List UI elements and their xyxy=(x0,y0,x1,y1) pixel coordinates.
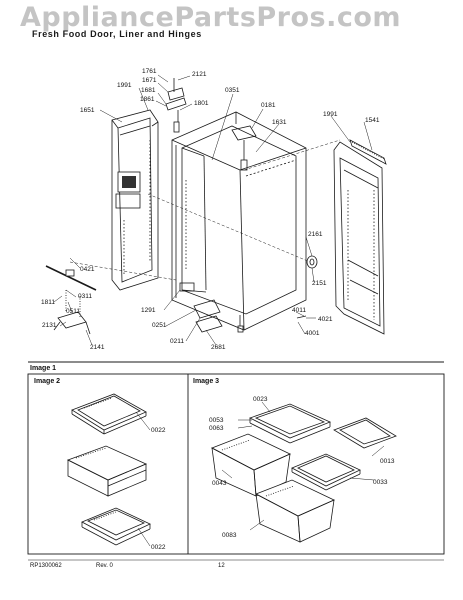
label-1671: 1671 xyxy=(142,77,157,84)
label-2131: 2131 xyxy=(42,322,57,329)
leader-lines xyxy=(53,74,373,346)
diagram-heading: Fresh Food Door, Liner and Hinges xyxy=(32,29,202,39)
label-0022-top: 0022 xyxy=(151,427,166,434)
label-2161: 2161 xyxy=(308,231,323,238)
label-2121: 2121 xyxy=(192,71,207,78)
label-0351: 0351 xyxy=(225,87,240,94)
watermark: AppliancePartsPros.com xyxy=(20,2,402,33)
footer-revision: Rev. 0 xyxy=(96,563,113,569)
section-image-3: Image 3 xyxy=(193,378,220,385)
label-0033: 0033 xyxy=(373,479,388,486)
section-frames xyxy=(27,361,445,561)
label-0181: 0181 xyxy=(261,102,276,109)
right-door xyxy=(333,139,387,335)
left-door xyxy=(111,109,159,291)
label-1811: 1811 xyxy=(41,299,55,306)
crisper-cover-right xyxy=(333,417,397,449)
label-0022-bottom: 0022 xyxy=(151,544,166,551)
label-1801: 1801 xyxy=(194,100,209,107)
label-0083: 0083 xyxy=(222,532,237,539)
label-2681: 2681 xyxy=(211,344,226,351)
label-1651: 1651 xyxy=(80,107,95,114)
label-4011: 4011 xyxy=(292,307,306,314)
crisper-cover-middle xyxy=(291,453,361,491)
label-0511: 0511 xyxy=(66,308,80,315)
shelf-middle xyxy=(66,445,148,497)
cabinet-liner xyxy=(171,111,307,333)
label-1681: 1681 xyxy=(141,87,156,94)
label-1291: 1291 xyxy=(141,307,156,314)
label-0043: 0043 xyxy=(212,480,227,487)
label-0421: 0421 xyxy=(80,266,95,273)
shelf-bottom xyxy=(81,507,151,546)
label-0053: 0053 xyxy=(209,417,224,424)
section-image-1: Image 1 xyxy=(30,365,57,372)
footer-code: RP1300062 xyxy=(30,563,62,569)
label-2141: 2141 xyxy=(90,344,105,351)
bottom-hinge-left xyxy=(45,265,97,335)
leader-lines-image3 xyxy=(221,401,385,531)
crisper-cover-top xyxy=(248,403,332,444)
footer-page-number: 12 xyxy=(218,563,225,569)
label-0211: 0211 xyxy=(170,338,184,345)
bottom-bracket xyxy=(195,315,223,333)
label-2151: 2151 xyxy=(312,280,327,287)
label-0311: 0311 xyxy=(78,293,92,300)
shelf-top xyxy=(71,393,147,435)
label-1761: 1761 xyxy=(142,68,157,75)
label-1631: 1631 xyxy=(272,119,287,126)
label-0013: 0013 xyxy=(380,458,395,465)
label-4021: 4021 xyxy=(318,316,333,323)
label-0063: 0063 xyxy=(209,425,224,432)
leader-lines-image2 xyxy=(135,411,151,547)
crisper-drawer-right xyxy=(255,479,335,543)
top-hinge-left xyxy=(165,78,187,133)
label-1991-right: 1991 xyxy=(323,111,338,118)
section-image-2: Image 2 xyxy=(34,378,61,385)
label-1991: 1991 xyxy=(117,82,132,89)
label-0251: 0251 xyxy=(152,322,167,329)
label-0023: 0023 xyxy=(253,396,268,403)
label-1861: 1861 xyxy=(140,96,155,103)
label-4001: 4001 xyxy=(305,330,320,337)
label-1541: 1541 xyxy=(365,117,380,124)
